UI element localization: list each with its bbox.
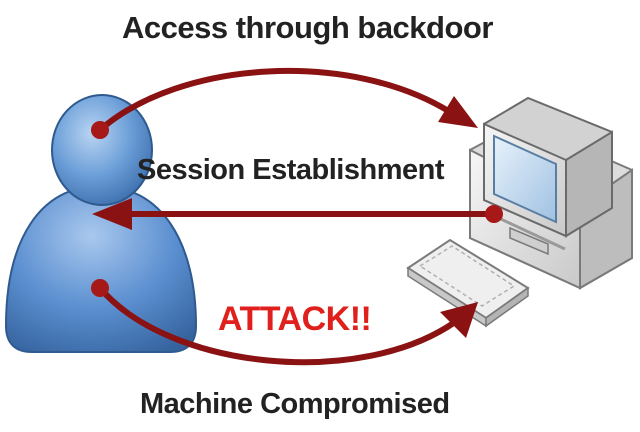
arrow-session <box>92 198 503 230</box>
session-label: Session Establishment <box>137 154 445 186</box>
attack-label: ATTACK!! <box>218 300 372 338</box>
arrow-access <box>91 67 478 139</box>
user-icon <box>4 94 198 353</box>
arrow-attack <box>91 279 478 366</box>
keyboard-icon <box>406 238 530 328</box>
access-label: Access through backdoor <box>122 10 493 45</box>
computer-icon <box>469 96 633 290</box>
compromised-label: Machine Compromised <box>140 388 450 420</box>
